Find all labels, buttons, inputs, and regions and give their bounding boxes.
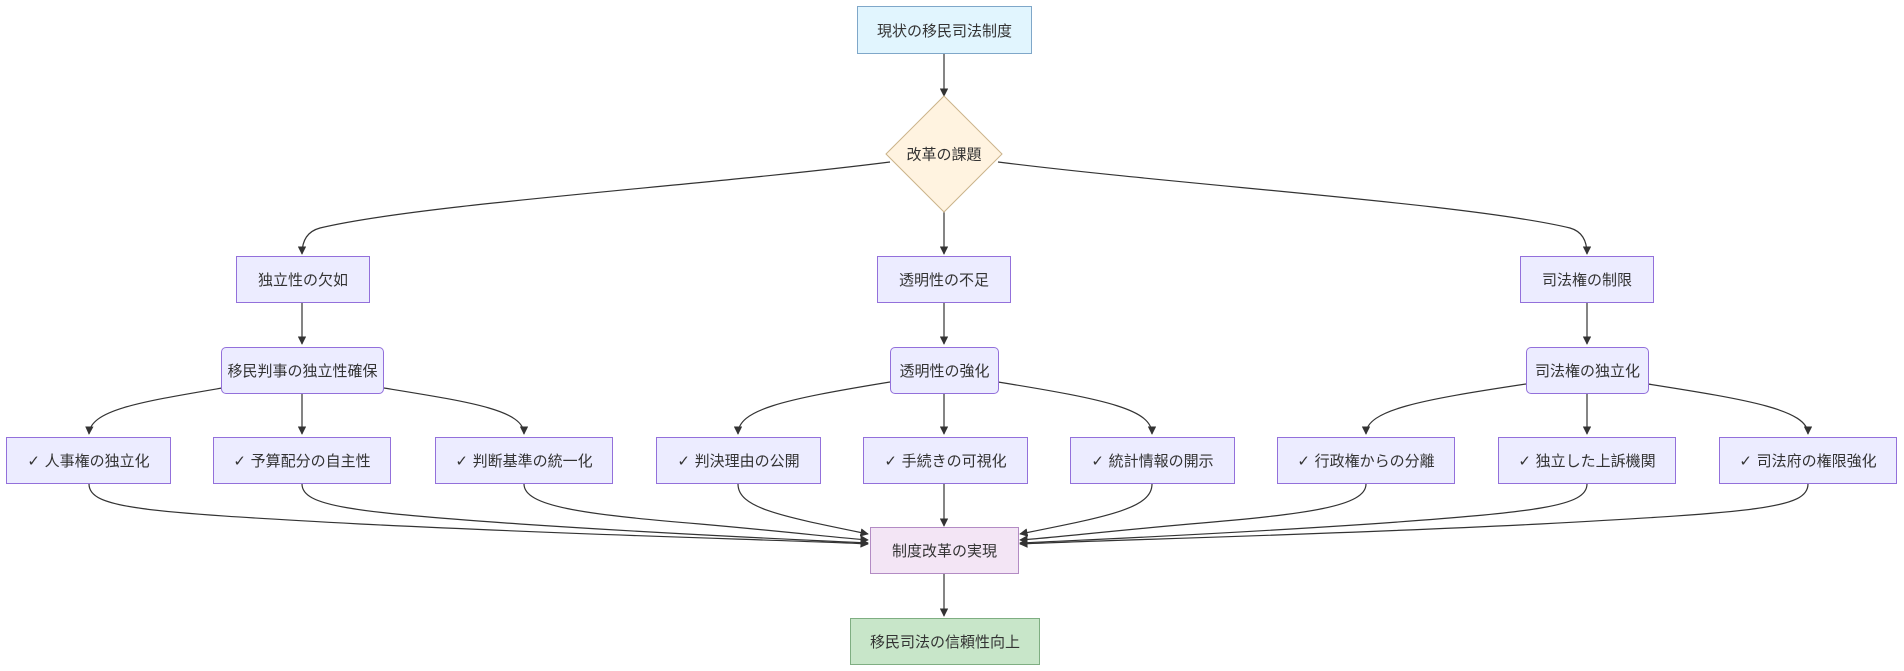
node-trust-improvement: 移民司法の信頼性向上	[850, 618, 1040, 665]
edge-budget-to-realization	[301, 483, 869, 547]
edge-secure-to-personnel	[85, 387, 223, 435]
node-criteria: ✓ 判断基準の統一化	[435, 437, 613, 484]
node-procedure: ✓ 手続きの可視化	[863, 437, 1028, 484]
node-reform-challenge: 改革の課題	[906, 145, 982, 164]
edge-reasons-to-realization	[737, 483, 869, 537]
edge-statistics-to-realization	[1019, 483, 1153, 537]
node-independence-lack: 独立性の欠如	[236, 256, 370, 303]
edge-challenge-to-independence-lack	[297, 161, 891, 255]
edge-appeal-to-realization	[1019, 483, 1588, 547]
edge-challenge-to-judicial-limit	[997, 161, 1592, 255]
edge-authority-to-realization	[1019, 483, 1809, 548]
edge-criteria-to-realization	[523, 483, 869, 544]
node-judicial-limit: 司法権の制限	[1520, 256, 1654, 303]
node-statistics: ✓ 統計情報の開示	[1070, 437, 1235, 484]
node-current-system: 現状の移民司法制度	[857, 6, 1032, 54]
node-transparency-strengthen: 透明性の強化	[890, 347, 999, 394]
edge-secure-to-criteria	[383, 387, 529, 435]
node-judicial-independence: 司法権の独立化	[1526, 347, 1649, 394]
node-reasons: ✓ 判決理由の公開	[656, 437, 821, 484]
edge-strengthen-to-statistics	[997, 381, 1157, 435]
node-independence-secure: 移民判事の独立性確保	[221, 347, 384, 394]
node-appeal: ✓ 独立した上訴機関	[1498, 437, 1676, 484]
node-transparency-lack: 透明性の不足	[877, 256, 1011, 303]
edge-personnel-to-realization	[88, 483, 869, 548]
node-authority: ✓ 司法府の権限強化	[1719, 437, 1897, 484]
challenge-diamond	[885, 95, 1003, 213]
edge-strengthen-to-reasons	[733, 381, 891, 435]
node-separation: ✓ 行政権からの分離	[1277, 437, 1455, 484]
edge-independence-to-authority	[1647, 383, 1813, 435]
node-realization: 制度改革の実現	[870, 527, 1019, 574]
edge-separation-to-realization	[1019, 483, 1367, 544]
edge-independence-to-separation	[1361, 383, 1527, 435]
node-budget: ✓ 予算配分の自主性	[213, 437, 391, 484]
node-personnel: ✓ 人事権の独立化	[6, 437, 171, 484]
